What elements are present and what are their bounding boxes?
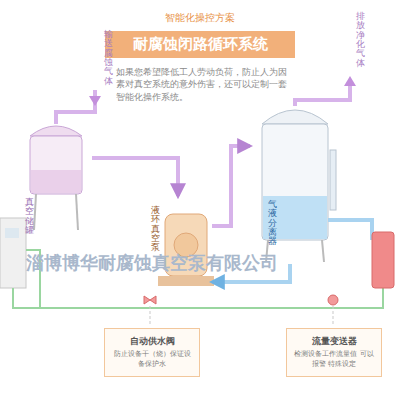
heat-exchanger: [372, 232, 394, 288]
water-valve-symbol: [144, 296, 156, 304]
water-pipe: [328, 220, 372, 240]
pipe-connector: [92, 158, 178, 196]
control-cabinet: [0, 218, 26, 288]
flow-meter-symbol: [328, 295, 338, 305]
box-heading: 流量变送器: [293, 335, 375, 347]
cabinet-panel: [5, 228, 19, 238]
gas-arrow: [344, 76, 356, 86]
watermark: 淄博博华耐腐蚀真空泵有限公司: [26, 252, 278, 274]
box-body: 检测设备工作流量值 可以报警 特殊设定: [293, 350, 375, 369]
gas-pipe: [295, 82, 350, 106]
box-body: 防止设备干（烧）保证设备保护水: [111, 350, 193, 369]
subtitle: 智能化操控方案: [100, 12, 300, 24]
tank-leg: [76, 194, 78, 230]
vacuum-tank: [30, 136, 82, 194]
pump-node: 液环真空泵: [148, 196, 212, 300]
separator-dome: [262, 110, 328, 124]
annotation-box: 流量变送器检测设备工作流量值 可以报警 特殊设定: [286, 328, 382, 377]
tank-leg: [34, 194, 36, 230]
tank-liquid: [31, 170, 81, 193]
separator-leg: [322, 240, 324, 262]
vessel-lid: [30, 126, 82, 136]
annotation-box: 自动供水阀防止设备干（烧）保证设备保护水: [104, 328, 200, 377]
equipment-label: 真空储罐: [25, 198, 34, 235]
leader-line: [150, 306, 151, 326]
signal-wire: [13, 288, 383, 308]
equipment-label: 气液分离器: [268, 200, 277, 247]
gas-pipe: [56, 90, 95, 124]
gas-arrow: [89, 96, 101, 106]
leader-line: [333, 306, 334, 326]
level-gauge: [330, 150, 336, 210]
title-banner: 耐腐蚀闭路循环系统: [105, 31, 295, 58]
gas-inlet-label: 输送腐蚀气体: [104, 30, 113, 86]
equipment-label: 液环真空泵: [151, 206, 160, 253]
box-heading: 自动供水阀: [111, 335, 193, 347]
separator-node: 气液分离器: [250, 96, 336, 264]
description: 如果您希望降低工人劳动负荷，防止人为因素对真空系统的意外伤害，还可以定制一套智能…: [116, 66, 288, 103]
pipe-connector: [212, 146, 250, 226]
gas-outlet-label: 排放净化气体: [356, 12, 365, 68]
pump-base: [158, 276, 214, 286]
vacuum-tank-node: 真空储罐: [22, 118, 92, 230]
